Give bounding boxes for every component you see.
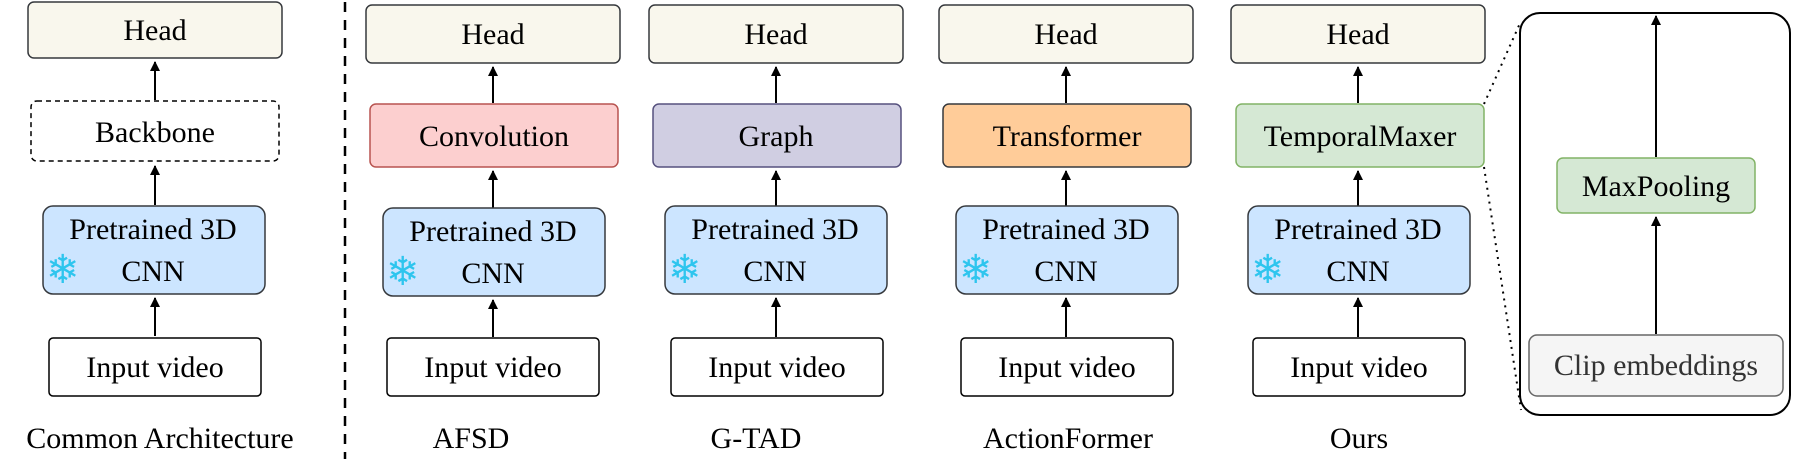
- head-box: [365, 4, 621, 64]
- module-box: [1235, 103, 1485, 168]
- caption-actionformer: ActionFormer: [983, 422, 1153, 455]
- input-video-label: Input video: [1290, 351, 1427, 384]
- module-label: TemporalMaxer: [1264, 120, 1457, 153]
- method-column-ours: Head TemporalMaxer Pretrained 3D ❄ CNN I…: [1230, 4, 1486, 455]
- module-label: Transformer: [993, 120, 1142, 153]
- snowflake-icon: ❄: [1251, 247, 1285, 293]
- method-column-actionformer: Head Transformer Pretrained 3D ❄ CNN Inp…: [938, 4, 1194, 455]
- input-video-box: [386, 337, 600, 397]
- head-box: [1230, 4, 1486, 64]
- method-column-afsd: Head Convolution Pretrained 3D ❄ CNN Inp…: [365, 4, 621, 455]
- pretrained-line2: CNN: [743, 255, 806, 288]
- head-label: Head: [744, 18, 807, 51]
- head-label: Head: [1326, 18, 1389, 51]
- module-box: [652, 103, 902, 168]
- input-video-label: Input video: [424, 351, 561, 384]
- input-video-box: [48, 337, 262, 397]
- zoom-connector-top: [1483, 20, 1522, 105]
- pretrained-line2: CNN: [1326, 255, 1389, 288]
- pretrained-cnn-box: [1247, 205, 1471, 295]
- pretrained-cnn-box: [664, 205, 888, 295]
- head-label: Head: [123, 14, 186, 47]
- caption-afsd: AFSD: [433, 422, 510, 455]
- input-video-box: [960, 337, 1174, 397]
- common-architecture-column: Head Backbone Pretrained 3D ❄ CNN Input …: [26, 1, 294, 455]
- module-label: Convolution: [419, 120, 569, 153]
- pretrained-cnn-box: [382, 207, 606, 297]
- head-box: [938, 4, 1194, 64]
- caption-gtad: G-TAD: [711, 422, 802, 455]
- module-label: Graph: [739, 120, 814, 153]
- pretrained-cnn-box: [42, 205, 266, 295]
- maxpooling-label: MaxPooling: [1582, 170, 1730, 203]
- temporalmaxer-zoom-panel: MaxPooling Clip embeddings: [1519, 12, 1791, 416]
- maxpooling-box: [1556, 157, 1756, 214]
- zoom-frame: [1519, 12, 1791, 416]
- pretrained-line1: Pretrained 3D: [691, 213, 858, 246]
- head-box: [648, 4, 904, 64]
- head-label: Head: [1034, 18, 1097, 51]
- pretrained-line1: Pretrained 3D: [1274, 213, 1441, 246]
- input-video-label: Input video: [998, 351, 1135, 384]
- input-video-label: Input video: [708, 351, 845, 384]
- method-column-gtad: Head Graph Pretrained 3D ❄ CNN Input vid…: [648, 4, 904, 455]
- pretrained-line1: Pretrained 3D: [982, 213, 1149, 246]
- pretrained-line2: CNN: [1034, 255, 1097, 288]
- pretrained-line2: CNN: [461, 257, 524, 290]
- caption-ours: Ours: [1330, 422, 1388, 455]
- clip-embeddings-box: [1528, 334, 1784, 397]
- backbone-box: [30, 100, 280, 162]
- pretrained-line1: Pretrained 3D: [69, 213, 236, 246]
- module-box: [369, 103, 619, 168]
- head-label: Head: [461, 18, 524, 51]
- snowflake-icon: ❄: [46, 247, 80, 293]
- backbone-label: Backbone: [95, 116, 215, 149]
- module-box: [942, 103, 1192, 168]
- input-video-label: Input video: [86, 351, 223, 384]
- pretrained-cnn-box: [955, 205, 1179, 295]
- caption-common: Common Architecture: [26, 422, 293, 455]
- snowflake-icon: ❄: [668, 247, 702, 293]
- input-video-box: [1252, 337, 1466, 397]
- zoom-connector-bottom: [1483, 166, 1522, 411]
- input-video-box: [670, 337, 884, 397]
- pretrained-line1: Pretrained 3D: [409, 215, 576, 248]
- clip-embeddings-label: Clip embeddings: [1554, 349, 1758, 382]
- snowflake-icon: ❄: [959, 247, 993, 293]
- pretrained-line2: CNN: [121, 255, 184, 288]
- snowflake-icon: ❄: [386, 249, 420, 295]
- head-box: [27, 1, 283, 59]
